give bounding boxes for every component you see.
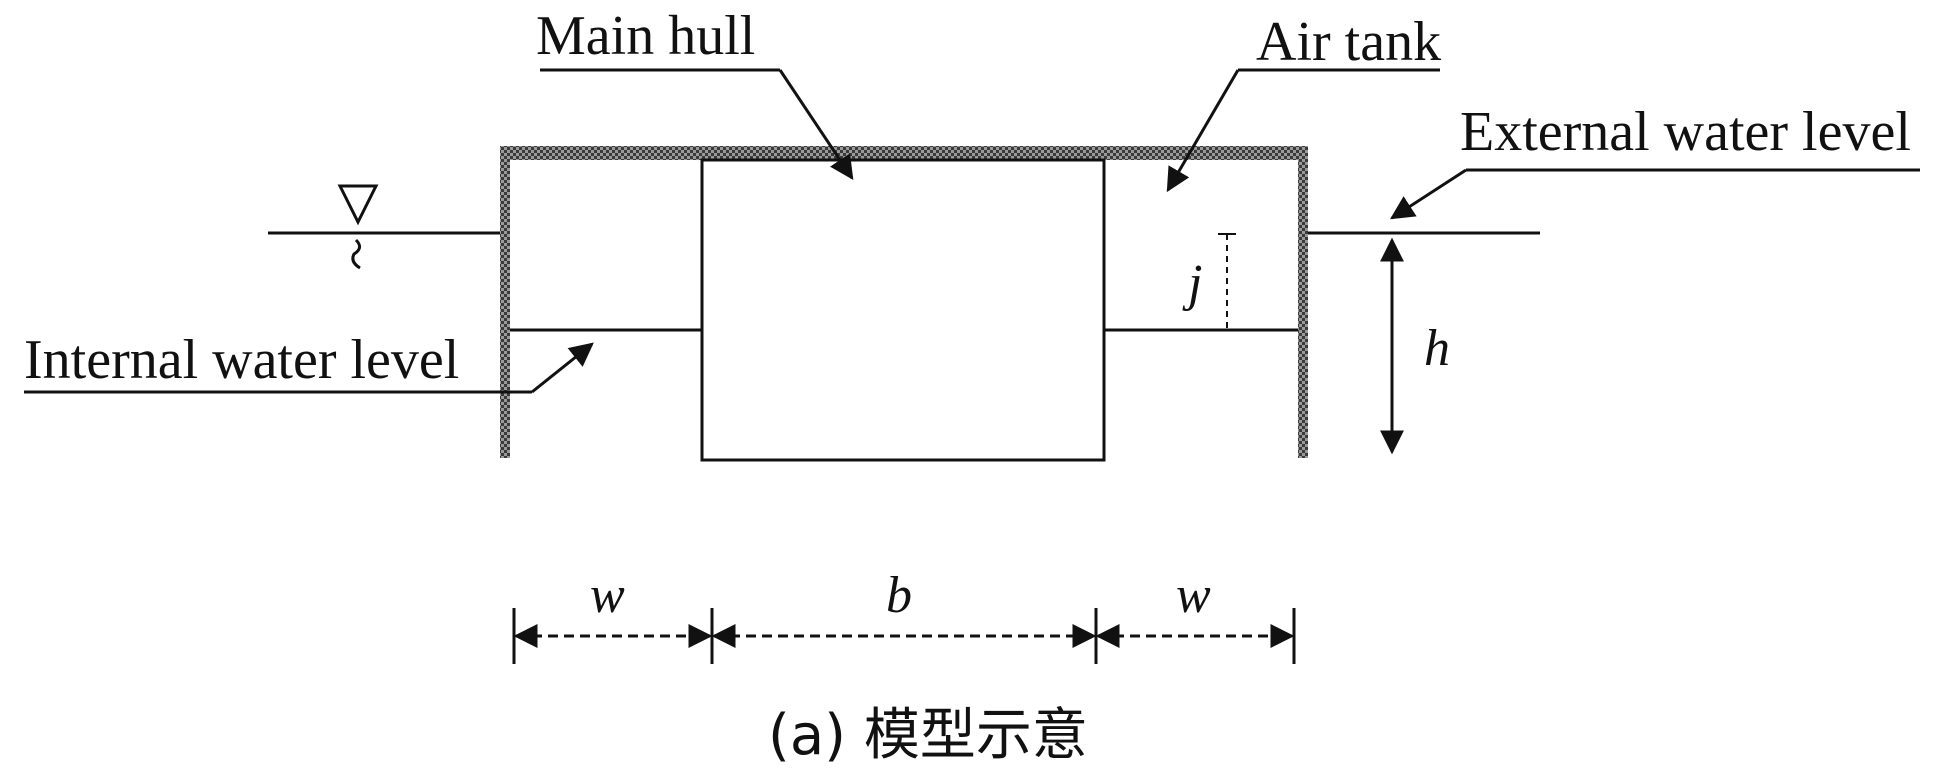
air-tank-right-wall (1298, 146, 1308, 458)
h-symbol: h (1424, 320, 1450, 377)
w-right-symbol: w (1176, 567, 1211, 624)
air-tank-label: Air tank (1256, 11, 1441, 73)
air-tank-walls (500, 146, 1308, 458)
water-level-symbol (337, 184, 379, 270)
internal-water-leader (24, 342, 594, 394)
external-water-level-label: External water level (1460, 101, 1911, 163)
b-symbol: b (886, 567, 912, 624)
j-symbol: j (1182, 255, 1202, 312)
w-left-symbol: w (590, 567, 625, 624)
main-hull-leader (540, 68, 854, 180)
air-tank-leader (1166, 68, 1440, 193)
main-hull-body (700, 158, 1106, 462)
air-tank-left-wall (500, 146, 510, 458)
internal-water-level-label: Internal water level (24, 329, 459, 391)
width-dimensions (512, 608, 1296, 664)
j-dimension (1218, 233, 1236, 328)
main-hull-label: Main hull (536, 5, 755, 67)
external-water-leader (1389, 168, 1920, 220)
air-tank-top-wall (500, 146, 1308, 160)
figure-caption: (a) 模型示意 (768, 703, 1088, 768)
